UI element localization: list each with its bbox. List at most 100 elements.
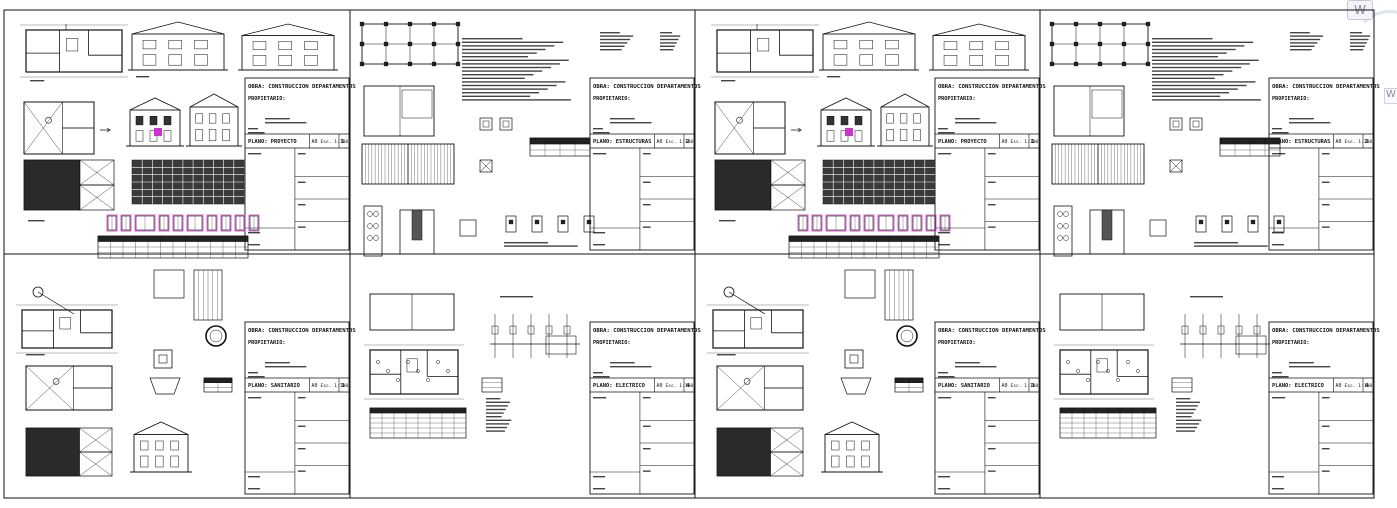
plano-label: PLANO: ELECTRICO <box>593 383 645 389</box>
electrical-upper-plan <box>369 293 455 331</box>
cut-section-a <box>817 97 875 147</box>
field-label <box>1272 476 1285 478</box>
upper-floor-plan <box>23 101 95 155</box>
ground-floor-plan <box>20 24 128 78</box>
field-label <box>642 397 651 399</box>
field-label <box>1321 181 1330 183</box>
field-label <box>1272 153 1286 155</box>
sheet-number: 2 <box>686 139 689 145</box>
plan-caption <box>28 220 45 222</box>
sanitary-ground-plan <box>16 286 118 354</box>
column-detail <box>479 117 493 131</box>
notes-column <box>660 32 681 51</box>
owner-lines <box>265 362 307 368</box>
electrical-ground-plan <box>1054 344 1154 400</box>
scale-label: Esc. 1:100 <box>665 139 693 145</box>
sheet-s3: OBRA: CONSTRUCCION DEPARTAMENTOS PROPIETA… <box>711 21 1046 259</box>
stamp-mark <box>479 159 493 173</box>
field-label <box>938 244 951 246</box>
inspection-box <box>153 349 173 369</box>
opening-schedule <box>822 159 936 205</box>
field-label <box>938 232 951 234</box>
sheet-size-label: A0 <box>1335 383 1341 389</box>
scale-label: Esc. 1:100 <box>320 383 348 389</box>
propietario-label: PROPIETARIO: <box>1272 96 1309 102</box>
plano-label: PLANO: PROYECTO <box>248 139 297 145</box>
field-label <box>987 397 996 399</box>
detail-captions <box>504 242 578 247</box>
field-label <box>248 244 261 246</box>
field-label <box>593 488 606 490</box>
column-detail <box>1169 117 1183 131</box>
sanitary-floor-plan <box>707 304 809 354</box>
sheet-number: 3 <box>341 383 344 389</box>
address-lines <box>938 128 955 134</box>
word-small-icon[interactable]: W <box>1384 88 1397 104</box>
field-label <box>1321 425 1330 427</box>
address-lines <box>938 372 955 378</box>
plan-caption <box>30 80 45 82</box>
electrical-ground-plan <box>364 344 464 400</box>
obra-label: OBRA: CONSTRUCCION DEPARTAMENTOS <box>938 328 1046 334</box>
field-label <box>248 397 262 399</box>
trench-detail <box>840 377 872 395</box>
joist-plan <box>1051 143 1145 185</box>
sheet-s6: OBRA: CONSTRUCCION DEPARTAMENTOSPROPIETA… <box>364 293 701 495</box>
propietario-label: PROPIETARIO: <box>248 96 285 102</box>
joist-plan <box>361 143 455 185</box>
field-label <box>987 470 996 472</box>
septic-tank-detail <box>844 269 876 299</box>
field-label <box>593 153 607 155</box>
foundation-plan <box>359 21 461 67</box>
plano-label: PLANO: ELECTRICO <box>1272 383 1324 389</box>
obra-label: OBRA: CONSTRUCCION DEPARTAMENTOS <box>938 84 1046 90</box>
column-detail <box>499 117 513 131</box>
field-label <box>642 425 651 427</box>
field-label <box>987 153 996 155</box>
unifilar-diagram <box>1180 296 1270 358</box>
plan-caption <box>136 76 150 78</box>
propietario-label: PROPIETARIO: <box>938 96 975 102</box>
field-label <box>593 244 606 246</box>
roof-plan <box>714 159 806 211</box>
sheet-number: 3 <box>1031 383 1034 389</box>
plano-label: PLANO: ESTRUCTURAS <box>593 139 651 145</box>
plan-caption <box>721 80 736 82</box>
sheet-size-label: A0 <box>1001 383 1007 389</box>
inspection-box <box>844 349 864 369</box>
legend-symbols <box>481 377 503 393</box>
field-label <box>297 226 306 228</box>
side-elevation <box>929 23 1029 71</box>
sheet-number: 4 <box>1365 383 1369 389</box>
field-label <box>297 425 306 427</box>
electrical-upper-plan <box>1059 293 1145 331</box>
section-highlight <box>154 128 162 136</box>
window-schedule-icons <box>106 214 260 232</box>
owner-lines <box>955 118 997 124</box>
owner-lines <box>955 362 997 368</box>
plan-caption <box>719 220 736 222</box>
field-label <box>1321 226 1330 228</box>
scale-label: Esc. 1:100 <box>1344 383 1372 389</box>
field-label <box>1272 232 1285 234</box>
field-label <box>248 232 261 234</box>
obra-label: OBRA: CONSTRUCCION DEPARTAMENTOS <box>248 84 356 90</box>
address-lines <box>1272 128 1289 134</box>
legend-items <box>1176 398 1202 432</box>
sanitary-roof-plan <box>716 427 804 477</box>
well-section <box>205 325 227 347</box>
electrical-legend <box>481 377 512 432</box>
field-label <box>1272 244 1285 246</box>
propietario-label: PROPIETARIO: <box>593 340 630 346</box>
field-label <box>248 476 261 478</box>
notes-column <box>1350 32 1371 51</box>
beam-plan <box>363 85 435 137</box>
cut-section-b <box>877 93 933 147</box>
detail-captions <box>1194 242 1268 247</box>
scale-label: Esc. 1:100 <box>320 139 348 145</box>
owner-lines <box>1289 362 1331 368</box>
electrical-floor-plan <box>1054 344 1154 400</box>
title-block: OBRA: CONSTRUCCION DEPARTAMENTOSPROPIETA… <box>244 321 356 495</box>
notes-column <box>1290 32 1324 51</box>
